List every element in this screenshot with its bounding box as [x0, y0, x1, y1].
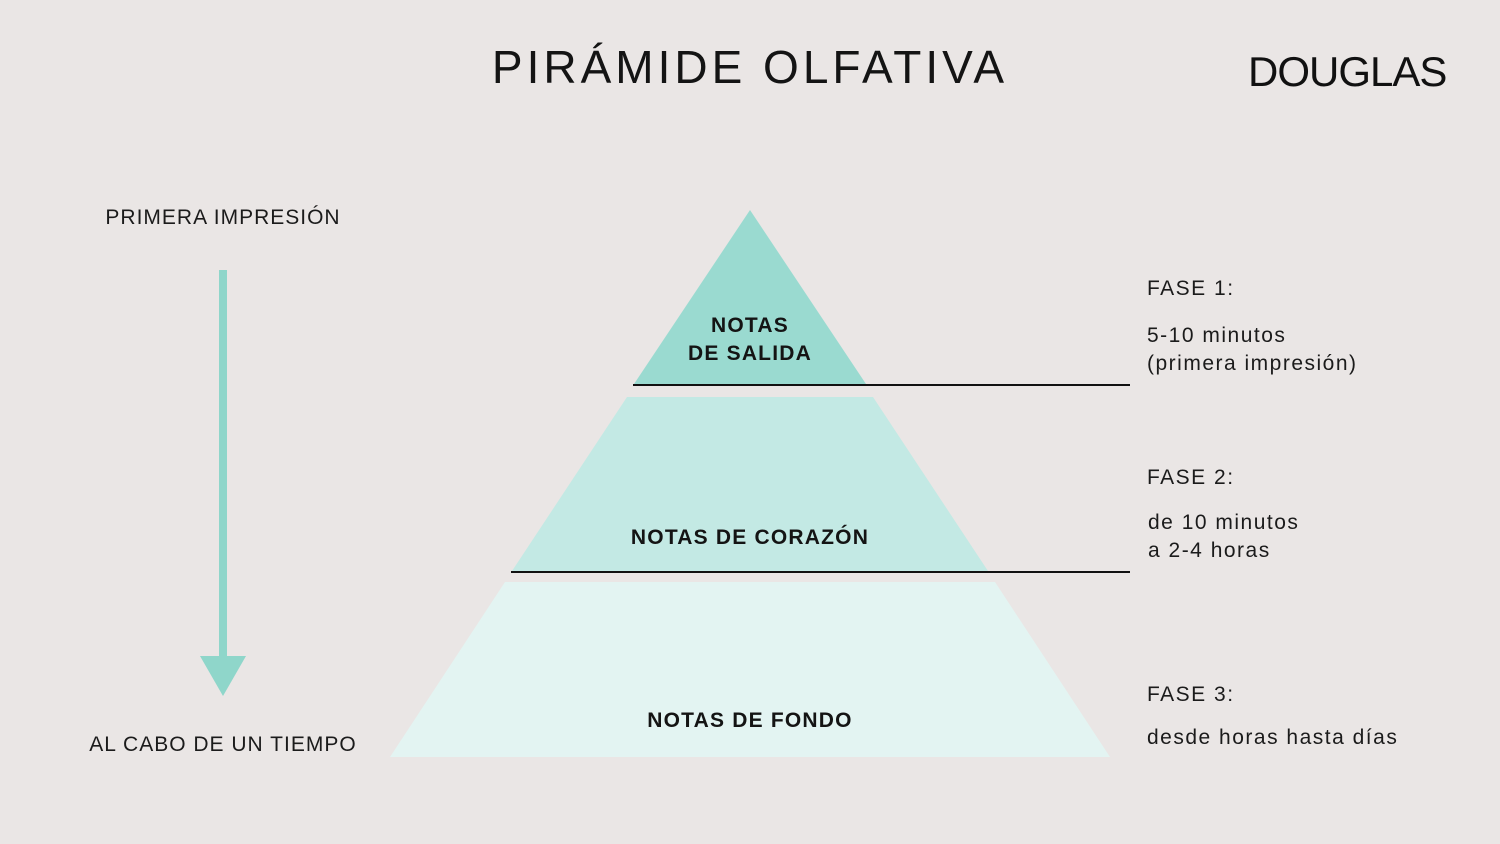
pyramid-tier-top [634, 210, 866, 384]
timeline-end-label: AL CABO DE UN TIEMPO [89, 733, 357, 756]
tier-label-middle: NOTAS DE CORAZÓN [630, 526, 870, 549]
douglas-logo: DOUGLAS [1248, 48, 1447, 95]
phase-3-description: desde horas hasta días [1147, 726, 1399, 749]
page-title: PIRÁMIDE OLFATIVA [491, 41, 1009, 93]
tier-label-top-line2: DE SALIDA [688, 342, 812, 365]
phase-2-title: FASE 2: [1147, 466, 1235, 489]
pyramid-tier-middle [512, 397, 988, 571]
phase-3-title: FASE 3: [1147, 683, 1235, 706]
phase-1-description: 5-10 minutos (primera impresión) [1147, 324, 1358, 375]
tier-label-top: NOTAS DE SALIDA [630, 312, 870, 368]
arrow-down-icon [200, 270, 246, 696]
tier-label-top-line1: NOTAS [711, 314, 789, 337]
phase-1-title: FASE 1: [1147, 277, 1235, 300]
timeline-start-label: PRIMERA IMPRESIÓN [105, 206, 341, 229]
phase-2-description: de 10 minutos a 2-4 horas [1148, 511, 1300, 562]
tier-label-bottom: NOTAS DE FONDO [647, 709, 853, 732]
pyramid-tier-bottom [390, 582, 1110, 757]
